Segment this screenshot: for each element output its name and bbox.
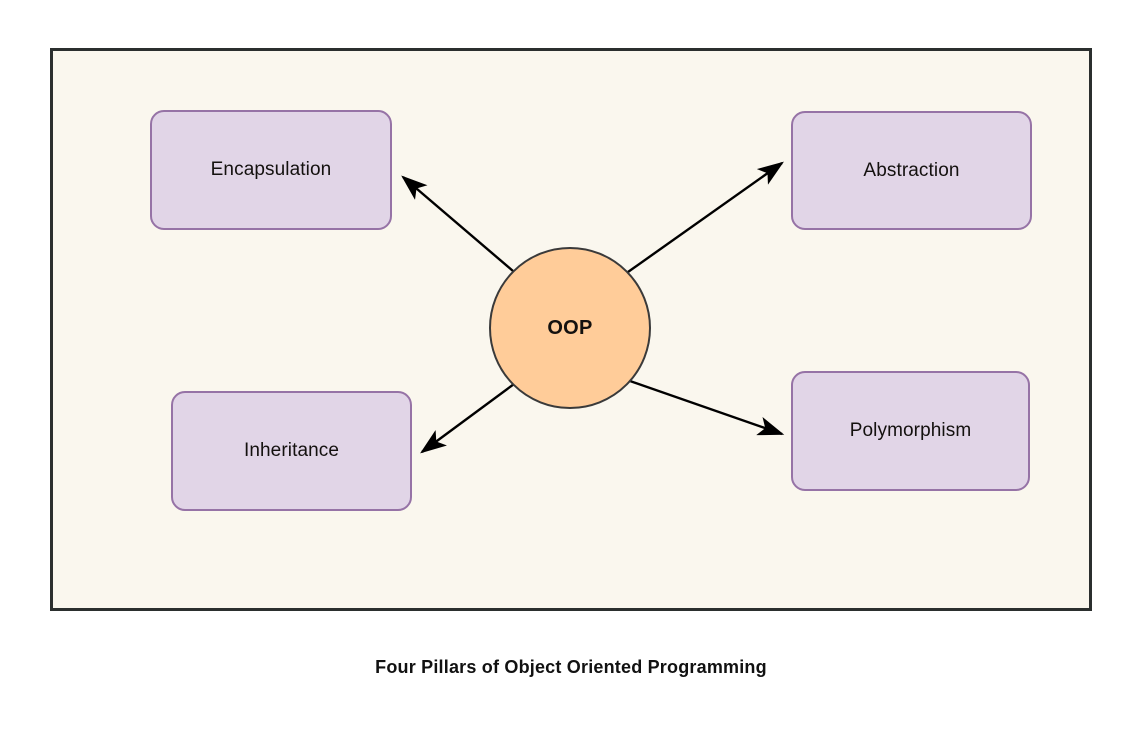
connector-layer <box>401 161 785 454</box>
node-oop-hub[interactable]: OOP <box>489 247 651 409</box>
node-encapsulation-label: Encapsulation <box>210 159 332 180</box>
node-polymorphism[interactable]: Polymorphism <box>791 371 1030 491</box>
edge-oop-to-abstraction <box>627 161 784 273</box>
edge-oop-to-inheritance <box>420 383 515 454</box>
diagram-canvas: Encapsulation Abstraction Inheritance Po… <box>50 48 1092 611</box>
edge-oop-to-encapsulation <box>401 175 514 272</box>
node-oop-hub-label: OOP <box>547 316 593 339</box>
node-inheritance[interactable]: Inheritance <box>171 391 412 511</box>
node-encapsulation[interactable]: Encapsulation <box>150 110 392 230</box>
edge-oop-to-polymorphism <box>629 379 785 436</box>
node-abstraction[interactable]: Abstraction <box>791 111 1032 230</box>
node-inheritance-label: Inheritance <box>243 440 340 461</box>
diagram-caption: Four Pillars of Object Oriented Programm… <box>375 657 767 677</box>
node-abstraction-label: Abstraction <box>863 159 960 181</box>
node-polymorphism-label: Polymorphism <box>849 420 972 441</box>
